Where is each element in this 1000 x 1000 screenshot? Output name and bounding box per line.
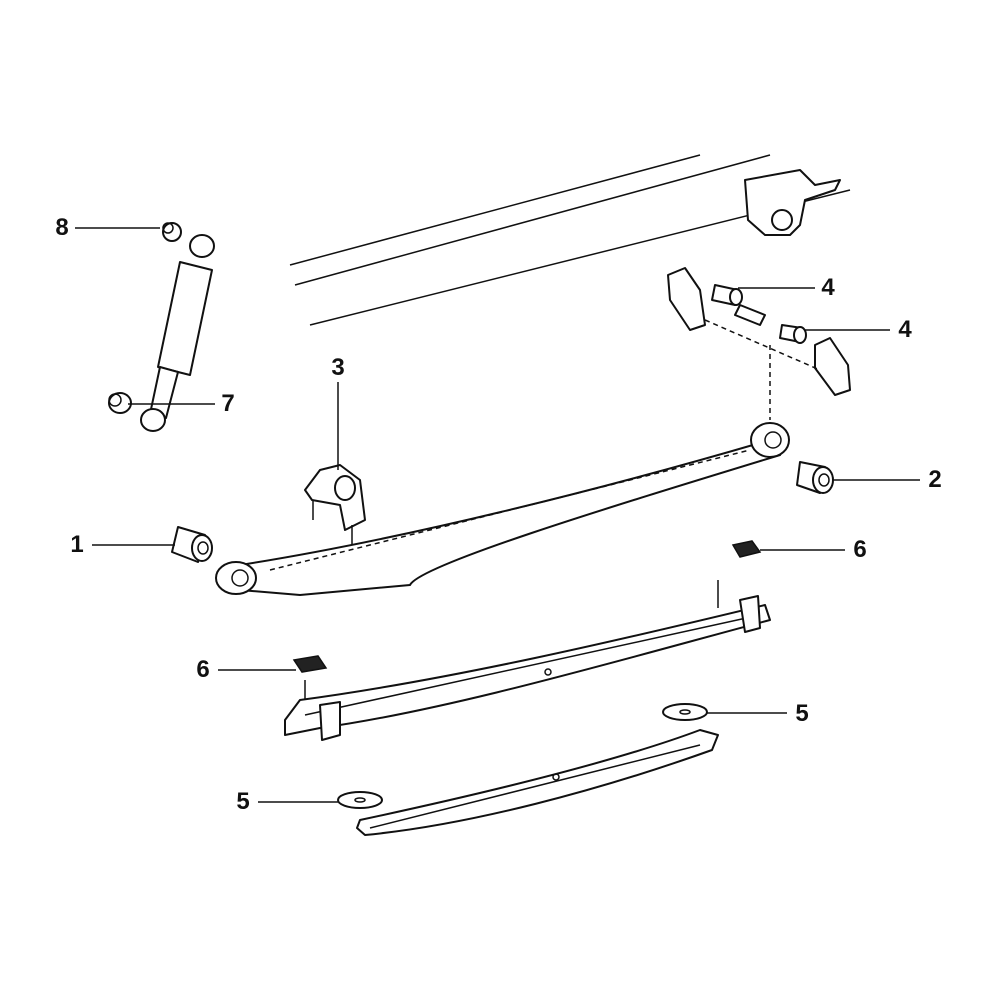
- leaf-spring: [215, 422, 790, 596]
- shock-bushing-upper: [162, 222, 182, 242]
- callout-4-shackle-bushing-upper: 4: [821, 274, 835, 301]
- callout-5-washer-upper: 5: [795, 700, 809, 727]
- washer-upper: [662, 703, 708, 721]
- callout-1-bushing-front: 1: [70, 531, 84, 558]
- pad-right: [731, 540, 762, 558]
- shackle-bushing-lower: [779, 324, 807, 344]
- spring-plate: [284, 580, 771, 741]
- leader-lines: [75, 227, 920, 803]
- shock-bushing-lower: [108, 392, 132, 414]
- vehicle-frame: [289, 154, 851, 326]
- shackle-bushing-upper: [711, 284, 743, 306]
- callout-3-u-bolt-bracket: 3: [331, 354, 345, 381]
- callout-7-shock-bushing-lower: 7: [221, 390, 235, 417]
- callout-6-pad-right: 6: [853, 536, 867, 563]
- callout-8-shock-bushing-upper: 8: [55, 214, 69, 241]
- pad-left: [292, 655, 328, 673]
- callout-5-washer-lower: 5: [236, 788, 250, 815]
- lower-plate: [356, 729, 719, 836]
- washer-lower: [337, 791, 383, 809]
- callout-6-pad-left: 6: [196, 656, 210, 683]
- callout-2-bushing-rear: 2: [928, 466, 942, 493]
- callout-4-shackle-bushing-lower: 4: [898, 316, 912, 343]
- bushing-front: [171, 526, 213, 563]
- shock-absorber: [140, 234, 215, 432]
- u-bolt-bracket: [304, 464, 366, 575]
- shackle: [667, 267, 851, 420]
- bushing-rear: [796, 461, 834, 494]
